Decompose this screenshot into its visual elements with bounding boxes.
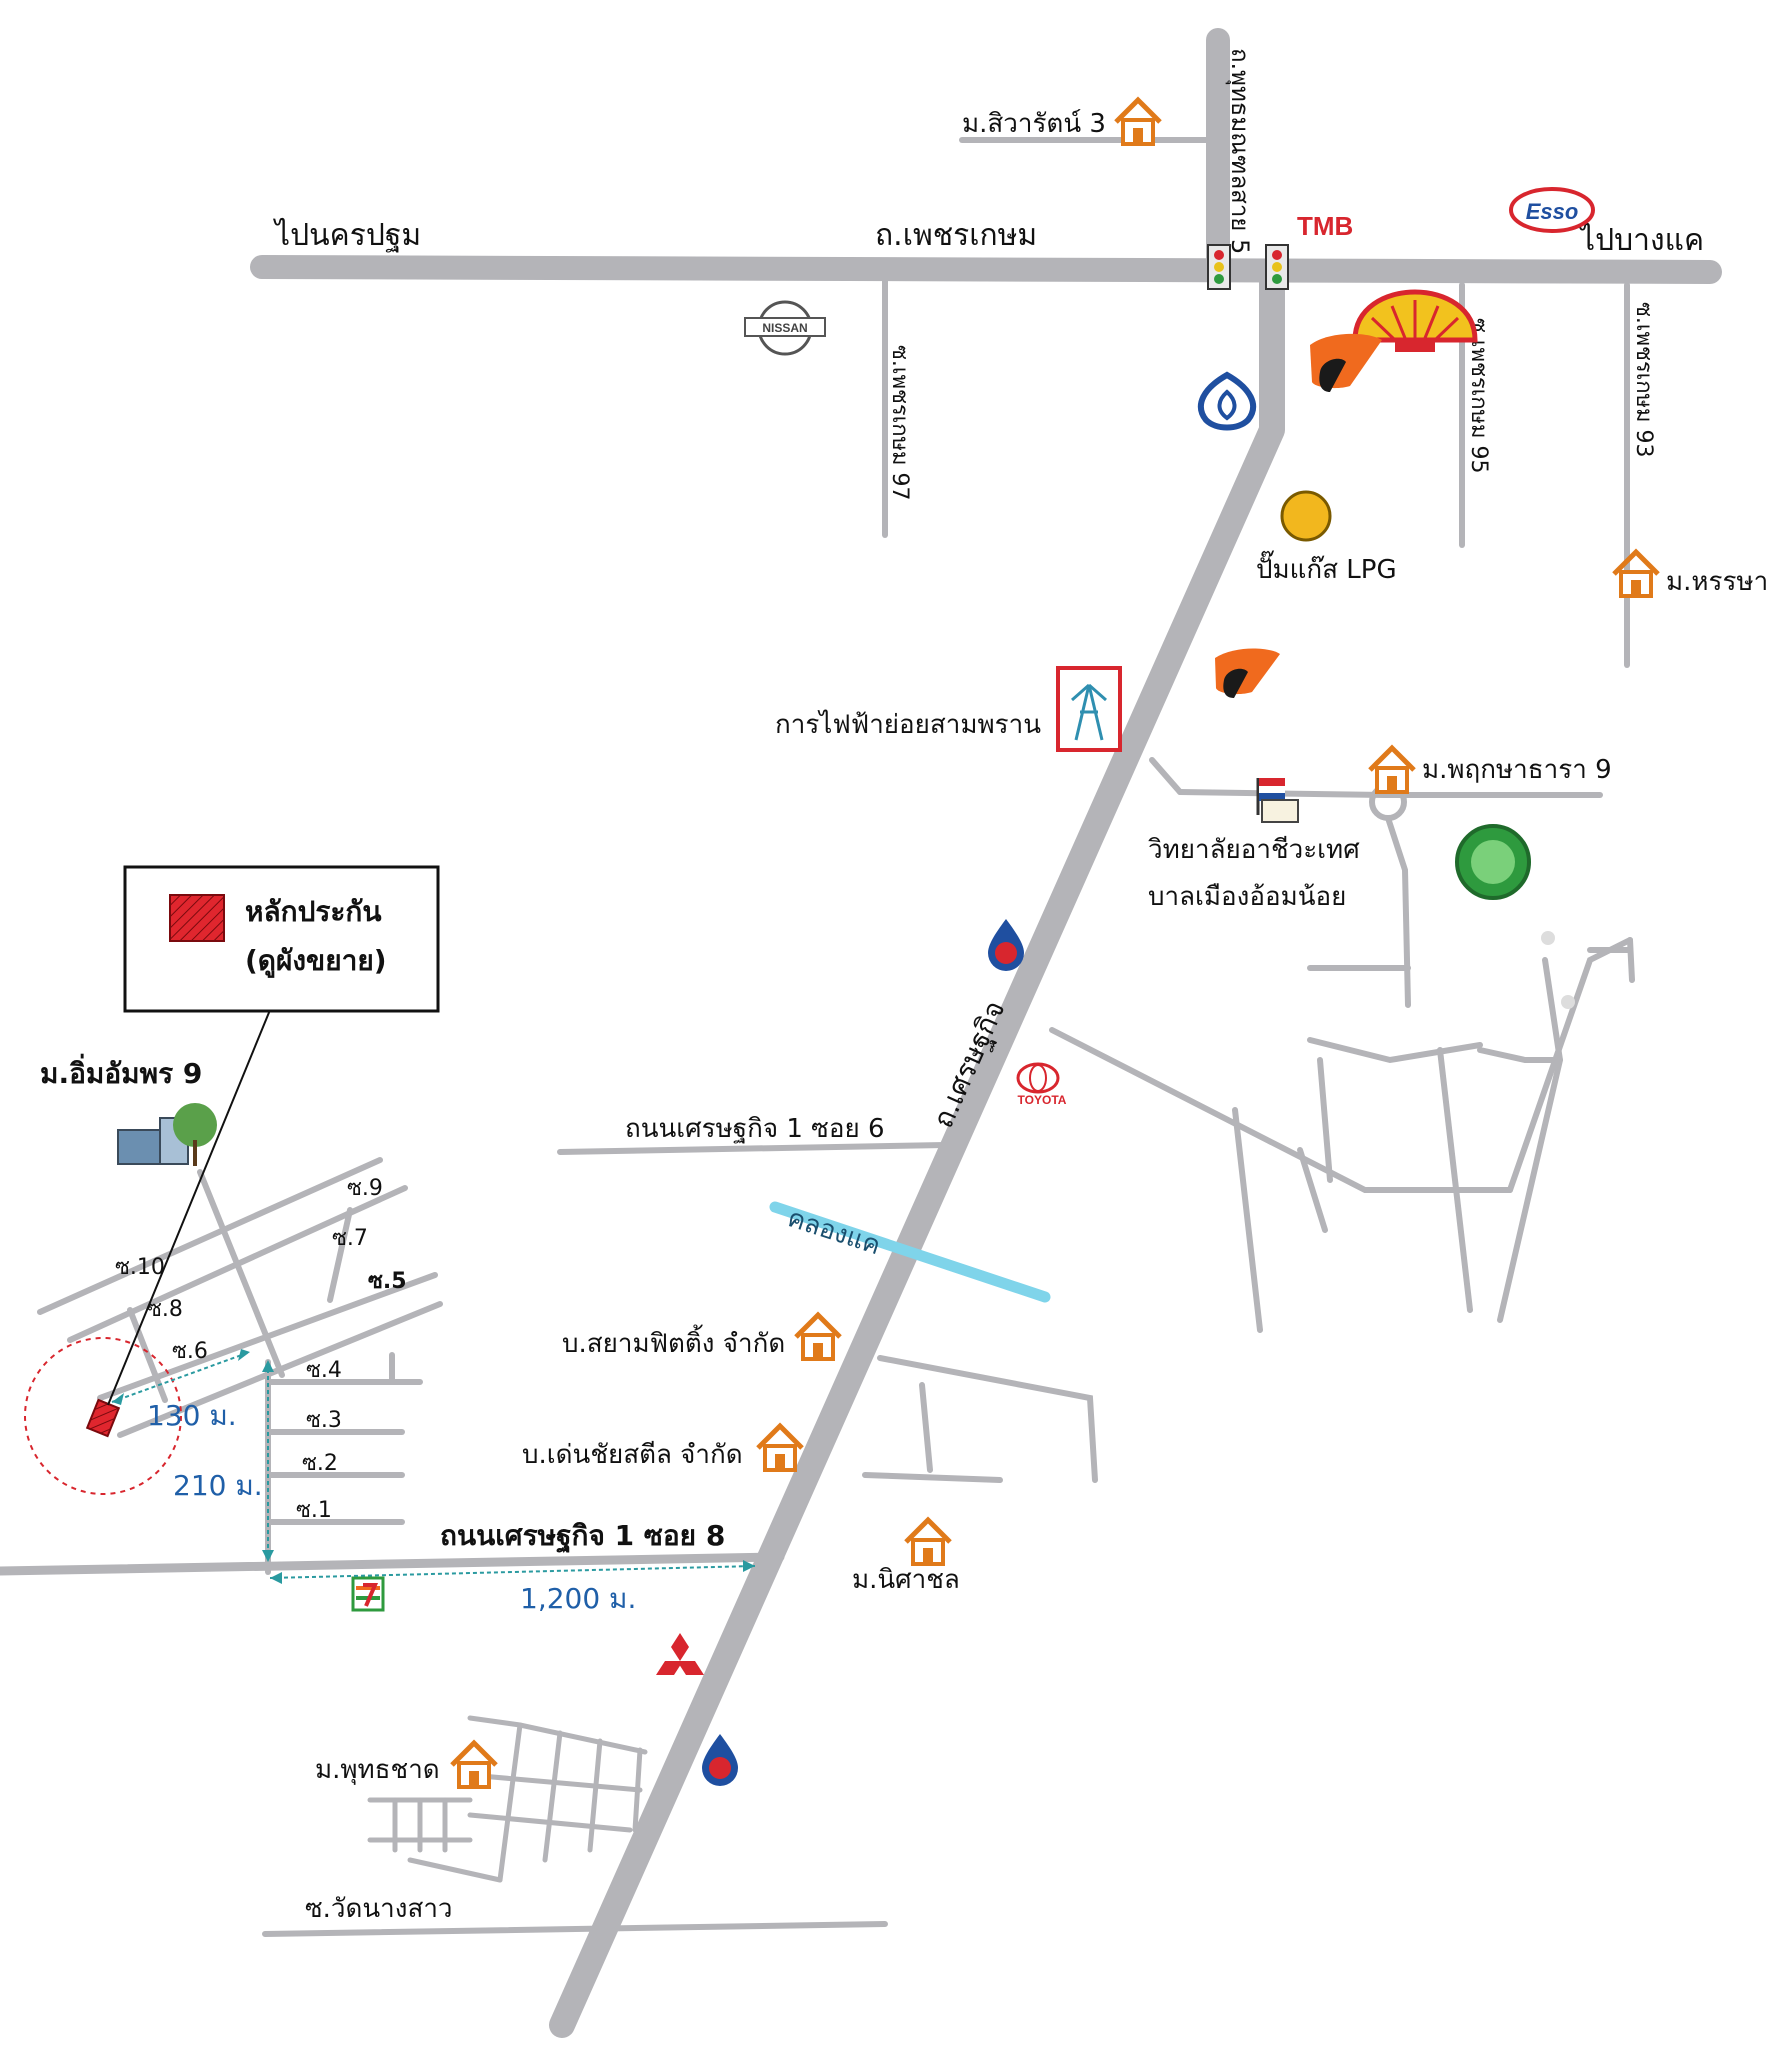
legend-box: หลักประกัน (ดูผังขยาย) bbox=[123, 865, 440, 1013]
legend-subtitle: (ดูผังขยาย) bbox=[245, 944, 387, 978]
label-distance-210: 210 ม. bbox=[173, 1469, 263, 1502]
mitsubishi-logo-icon bbox=[656, 1633, 704, 1675]
label-siam-fitting: บ.สยามฟิตติ้ง จำกัด bbox=[562, 1324, 785, 1359]
label-soi-6: ซ.6 bbox=[172, 1339, 208, 1364]
label-distance-130: 130 ม. bbox=[147, 1399, 237, 1432]
label-siwarat-3: ม.สิวารัตน์ 3 bbox=[962, 109, 1106, 139]
label-setthakit-1-soi-8: ถนนเศรษฐกิจ 1 ซอย 8 bbox=[440, 1519, 725, 1554]
setthakit-1-soi-8-road bbox=[0, 1552, 785, 1576]
traffic-light-icon bbox=[1265, 244, 1289, 290]
soi-labels: ซ.9 ซ.7 ซ.5 ซ.10 ซ.8 ซ.6 ซ.4 ซ.3 ซ.2 ซ.1 bbox=[115, 1176, 407, 1523]
tmb-logo-icon: TMB bbox=[1297, 211, 1353, 241]
svg-text:NISSAN: NISSAN bbox=[762, 321, 807, 335]
label-khlong-khae: คลองแค bbox=[784, 1203, 884, 1261]
house-icon bbox=[758, 1426, 802, 1470]
svg-text:Esso: Esso bbox=[1526, 199, 1579, 224]
label-denchai-steel: บ.เด่นชัยสตีล จำกัด bbox=[522, 1440, 743, 1470]
label-phutthachat: ม.พุทธชาด bbox=[315, 1755, 440, 1785]
nissan-logo-icon: NISSAN bbox=[744, 300, 826, 356]
house-icon bbox=[1370, 748, 1414, 792]
distance-arrowheads bbox=[112, 1349, 755, 1584]
bangkok-bank-logo-icon bbox=[1198, 371, 1256, 431]
legend-collateral-swatch bbox=[169, 894, 225, 942]
house-icon bbox=[906, 1520, 950, 1564]
label-to-nakhon-pathom: ไปนครปฐม bbox=[273, 217, 421, 253]
label-setthakit-1-soi-6: ถนนเศรษฐกิจ 1 ซอย 6 bbox=[625, 1114, 884, 1144]
label-phutthamonthon-5: ถ.พุทธมณฑลสาย 5 bbox=[1225, 48, 1254, 254]
phutthachat-grid bbox=[367, 1715, 648, 1883]
label-soi-5: ซ.5 bbox=[368, 1269, 407, 1294]
petrol-station-icon bbox=[702, 1734, 738, 1786]
secondary-roads bbox=[0, 137, 1635, 1937]
label-phetkasem-93: ซ.เพชรเกษม 93 bbox=[1631, 302, 1656, 458]
label-soi-1: ซ.1 bbox=[296, 1498, 332, 1523]
label-college-line2: บาลเมืองอ้อมน้อย bbox=[1148, 882, 1346, 912]
label-soi-10: ซ.10 bbox=[115, 1255, 165, 1280]
seven-eleven-logo-icon bbox=[351, 1576, 385, 1612]
esso-logo-icon: Esso bbox=[1509, 187, 1595, 233]
label-soi-4: ซ.4 bbox=[306, 1358, 342, 1383]
legend-pointer-line bbox=[107, 1009, 271, 1406]
house-icon bbox=[796, 1315, 840, 1359]
tree-icon bbox=[1541, 931, 1575, 1009]
ptt-logo-icon bbox=[1215, 648, 1280, 698]
setthakit-road bbox=[549, 257, 1285, 2038]
label-phetkasem-97: ซ.เพชรเกษม 97 bbox=[887, 345, 912, 501]
petrol-station-icon bbox=[988, 919, 1024, 971]
label-pruksa-thara-9: ม.พฤกษาธารา 9 bbox=[1422, 755, 1612, 785]
label-distance-1200: 1,200 ม. bbox=[520, 1582, 636, 1615]
lpg-station-icon bbox=[1280, 490, 1332, 542]
label-soi-9: ซ.9 bbox=[347, 1176, 383, 1201]
label-phetkasem-95: ซ.เพชรเกษม 95 bbox=[1466, 318, 1491, 474]
toyota-logo-icon: TOYOTA bbox=[1016, 1062, 1067, 1107]
label-wat-nang-sao: ซ.วัดนางสาว bbox=[305, 1894, 453, 1924]
label-soi-3: ซ.3 bbox=[306, 1408, 342, 1433]
label-soi-8: ซ.8 bbox=[147, 1297, 183, 1322]
house-icon bbox=[452, 1743, 496, 1787]
label-college-line1: วิทยาลัยอาชีวะเทศ bbox=[1148, 835, 1361, 865]
distance-markers bbox=[111, 1351, 756, 1579]
traffic-light-icon bbox=[1207, 244, 1231, 290]
collateral-marker-icon bbox=[85, 1398, 121, 1438]
svg-text:TOYOTA: TOYOTA bbox=[1018, 1093, 1067, 1107]
main-roads bbox=[250, 28, 1722, 2038]
collateral-neighbourhood bbox=[37, 1157, 443, 1575]
house-icon bbox=[1614, 552, 1658, 596]
village-building-icon bbox=[117, 1103, 217, 1166]
ptt-logo-icon bbox=[1310, 333, 1382, 392]
stadium-icon bbox=[1455, 824, 1531, 900]
label-imum-porn-9: ม.อิ่มอัมพร 9 bbox=[40, 1053, 202, 1090]
school-flag-icon bbox=[1256, 778, 1299, 823]
label-to-bang-khae: ไปบางแค bbox=[1578, 222, 1704, 258]
label-lpg: ปั๊มแก๊ส LPG bbox=[1256, 550, 1397, 585]
house-icon bbox=[1116, 100, 1160, 144]
label-phetkasem: ถ.เพชรเกษม bbox=[875, 218, 1037, 253]
label-soi-7: ซ.7 bbox=[332, 1226, 368, 1251]
electricity-office-icon bbox=[1056, 666, 1122, 752]
collateral-area-circle bbox=[24, 1337, 182, 1495]
label-soi-2: ซ.2 bbox=[302, 1451, 338, 1476]
legend-title: หลักประกัน bbox=[245, 895, 382, 928]
label-hansa: ม.หรรษา bbox=[1666, 567, 1768, 597]
khlong-khae-canal bbox=[769, 1201, 1051, 1303]
label-nisachon: ม.นิศาชล bbox=[852, 1565, 960, 1595]
shell-logo-icon bbox=[1352, 289, 1478, 352]
label-electricity-office: การไฟฟ้าย่อยสามพราน bbox=[775, 709, 1041, 740]
phetkasem-road bbox=[250, 255, 1722, 284]
